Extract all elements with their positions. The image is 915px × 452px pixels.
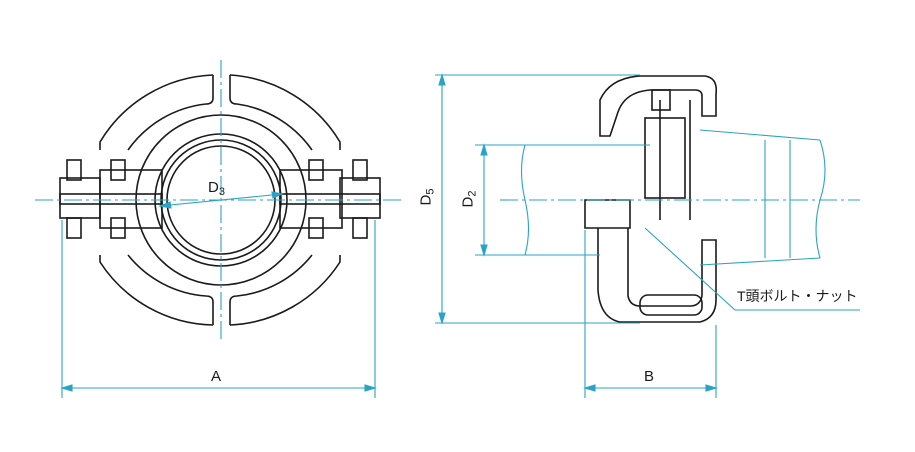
bolt-nut-callout: T頭ボルト・ナット: [737, 288, 858, 304]
dimension-b-label: B: [644, 368, 655, 385]
dimension-d3-label: D3: [208, 179, 225, 198]
dimension-d5-label: D5: [417, 188, 437, 206]
dimension-a-label: A: [211, 368, 222, 385]
dimension-lines: [60, 73, 860, 398]
side-view: [584, 75, 718, 323]
dimension-d2-label: D2: [459, 190, 479, 208]
